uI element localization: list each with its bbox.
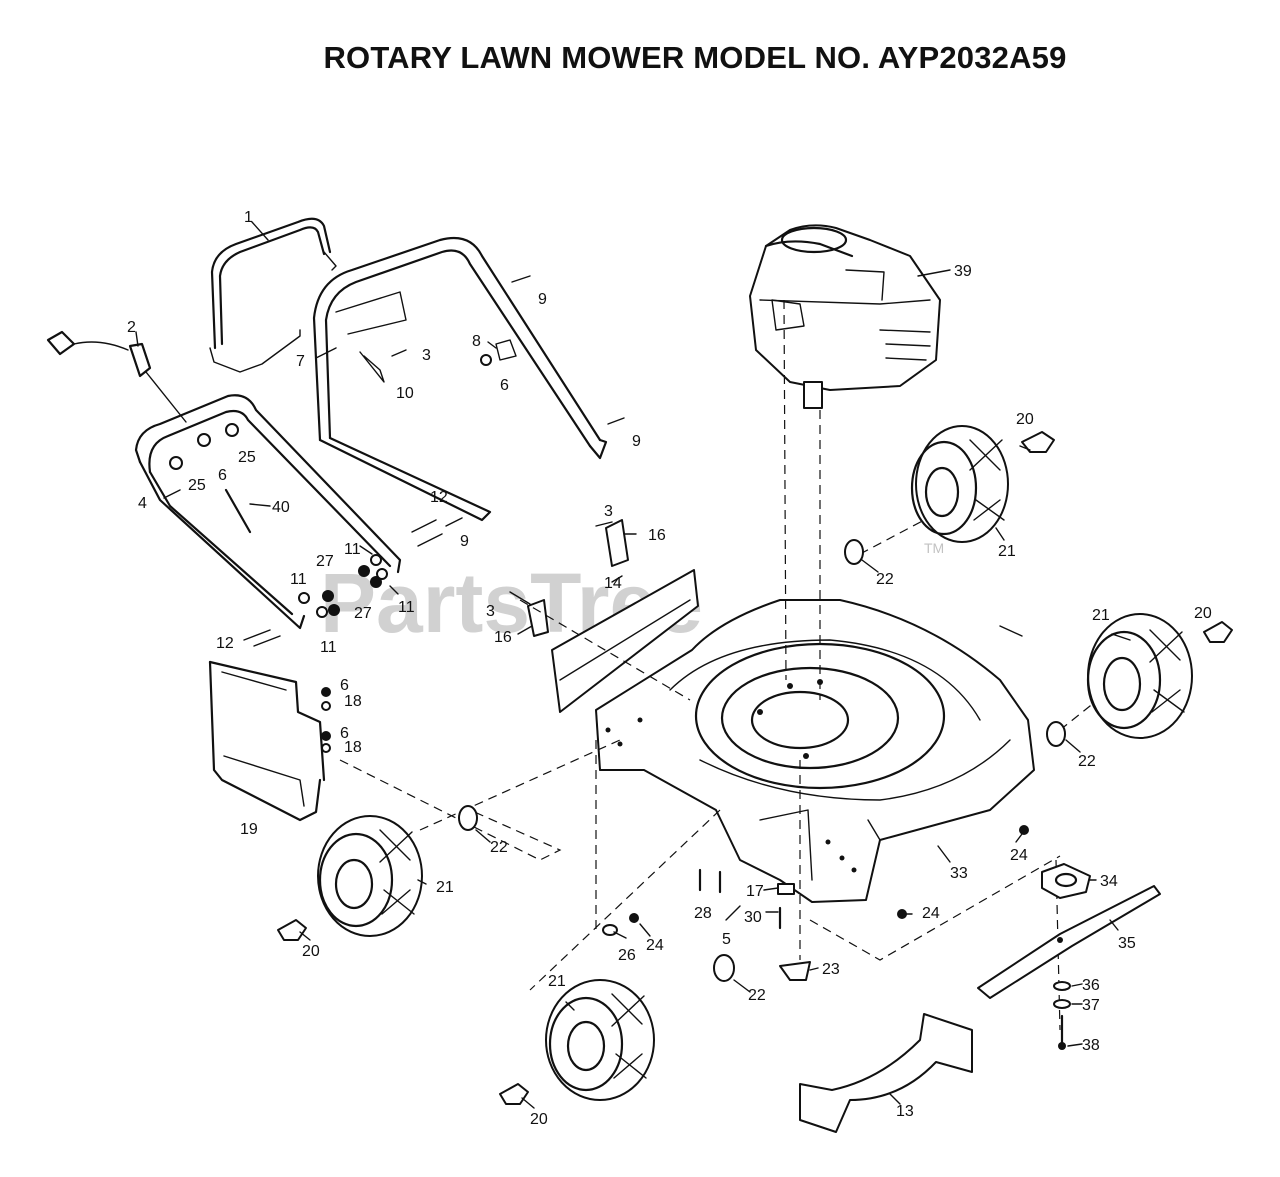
callout-3: 3 <box>486 603 495 620</box>
part-blade-adapter[interactable] <box>1041 863 1091 899</box>
callout-20: 20 <box>1016 411 1034 428</box>
callout-20: 20 <box>1194 605 1212 622</box>
callout-17: 17 <box>746 883 764 900</box>
callout-12: 12 <box>430 489 448 506</box>
callout-28: 28 <box>694 905 712 922</box>
part-wheel-left-front[interactable] <box>545 979 655 1101</box>
part-spacers[interactable] <box>458 539 1066 982</box>
callout-25: 25 <box>238 449 256 466</box>
callout-24: 24 <box>1010 847 1028 864</box>
diagram-title: ROTARY LAWN MOWER MODEL NO. AYP2032A59 <box>323 40 1067 75</box>
callout-21: 21 <box>548 973 566 990</box>
part-wheel-left-rear[interactable] <box>317 815 423 937</box>
callout-26: 26 <box>618 947 636 964</box>
callout-34: 34 <box>1100 873 1118 890</box>
callout-22: 22 <box>748 987 766 1004</box>
callout-12: 12 <box>216 635 234 652</box>
callout-6: 6 <box>340 725 349 742</box>
callout-10: 10 <box>396 385 414 402</box>
callout-9: 9 <box>460 533 469 550</box>
callout-3: 3 <box>604 503 613 520</box>
callout-24: 24 <box>922 905 940 922</box>
callout-2: 2 <box>127 319 136 336</box>
part-upper-handle[interactable] <box>312 236 608 522</box>
callout-3: 3 <box>422 347 431 364</box>
callout-23: 23 <box>822 961 840 978</box>
part-wheel-right-front[interactable] <box>1086 613 1193 739</box>
callout-36: 36 <box>1082 977 1100 994</box>
callout-9: 9 <box>538 291 547 308</box>
callout-6: 6 <box>340 677 349 694</box>
callout-33: 33 <box>950 865 968 882</box>
callout-18: 18 <box>344 739 362 756</box>
callout-21: 21 <box>1092 607 1110 624</box>
callout-39: 39 <box>954 263 972 280</box>
callout-11: 11 <box>320 639 337 656</box>
callout-16: 16 <box>494 629 512 646</box>
callout-11: 11 <box>290 571 307 588</box>
part-wheel-right-rear[interactable] <box>910 425 1009 543</box>
part-control-bail[interactable] <box>209 217 337 373</box>
callout-38: 38 <box>1082 1037 1100 1054</box>
leader-lines <box>135 221 1131 1109</box>
callout-16: 16 <box>648 527 666 544</box>
part-engine[interactable] <box>749 224 941 409</box>
callout-1: 1 <box>244 209 253 226</box>
callout-35: 35 <box>1118 935 1136 952</box>
callout-22: 22 <box>1078 753 1096 770</box>
callout-20: 20 <box>302 943 320 960</box>
callout-25: 25 <box>188 477 206 494</box>
part-small-bits[interactable] <box>602 825 1029 981</box>
callout-22: 22 <box>490 839 508 856</box>
part-grass-deflector[interactable] <box>208 660 326 822</box>
part-mower-deck[interactable] <box>595 599 1035 903</box>
callout-37: 37 <box>1082 997 1100 1014</box>
callout-labels: 1 2 3 3 3 4 5 6 6 6 6 7 8 9 9 9 10 11 11… <box>127 209 1212 1128</box>
callout-40: 40 <box>272 499 290 516</box>
callout-9: 9 <box>632 433 641 450</box>
callout-21: 21 <box>436 879 454 896</box>
part-rear-baffle[interactable] <box>799 1013 973 1133</box>
part-control-cable[interactable] <box>46 330 187 423</box>
callout-4: 4 <box>138 495 147 512</box>
part-blade-hardware[interactable] <box>1053 981 1071 1050</box>
callout-14: 14 <box>604 575 622 592</box>
callout-27: 27 <box>316 553 334 570</box>
watermark-tm: TM <box>924 540 944 556</box>
callout-27: 27 <box>354 605 372 622</box>
part-mower-blade[interactable] <box>977 885 1161 999</box>
callout-7: 7 <box>296 353 305 370</box>
callout-22: 22 <box>876 571 894 588</box>
callout-8: 8 <box>472 333 481 350</box>
callout-6: 6 <box>500 377 509 394</box>
part-lower-handle[interactable] <box>134 394 402 630</box>
callout-24: 24 <box>646 937 664 954</box>
callout-18: 18 <box>344 693 362 710</box>
callout-5: 5 <box>722 931 731 948</box>
hardware-fasteners <box>169 275 625 753</box>
callout-13: 13 <box>896 1103 914 1120</box>
callout-20: 20 <box>530 1111 548 1128</box>
callout-11: 11 <box>344 541 361 558</box>
callout-6: 6 <box>218 467 227 484</box>
callout-21: 21 <box>998 543 1016 560</box>
part-wheel-bolts[interactable] <box>277 431 1233 1105</box>
callout-30: 30 <box>744 909 762 926</box>
callout-19: 19 <box>240 821 258 838</box>
callout-11: 11 <box>398 599 415 616</box>
